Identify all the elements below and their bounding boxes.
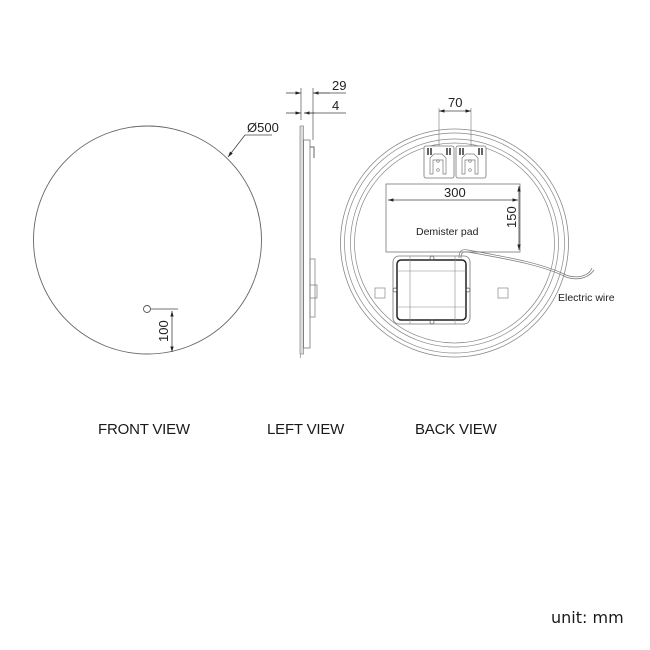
back-outer-ring [340,128,569,358]
diameter-leader [227,134,246,158]
pad-height-dimension: 150 [504,206,519,228]
back-view-label: BACK VIEW [415,421,497,438]
left-view-drawing: 29 4 [286,78,346,358]
glass-profile [299,125,304,355]
hanging-bracket-left [423,145,455,179]
glass-thickness-dimension: 4 [332,98,339,113]
front-view-label: FRONT VIEW [98,421,190,438]
front-view-drawing: Ø500 100 [33,120,279,355]
frame-profile [303,139,311,349]
pad-width-dimension: 300 [444,185,466,200]
diameter-dimension: Ø500 [247,120,279,135]
transformer-profile [309,258,316,318]
back-view-drawing: 70 300 150 Demister pad [340,95,615,358]
demister-pad [385,183,521,253]
demister-pad-label: Demister pad [416,226,479,238]
electric-wire [458,249,593,278]
touch-switch-icon [143,305,151,313]
depth-dimension: 29 [332,78,346,93]
bracket-spacing-dimension: 70 [448,95,462,110]
electric-wire-label: Electric wire [558,292,615,304]
mount-square-right [497,287,509,299]
hanging-bracket-right [455,145,487,179]
switch-offset-dimension: 100 [156,320,171,342]
left-view-label: LEFT VIEW [267,421,345,438]
mirror-outline [33,125,262,355]
unit-label: unit: mm [551,608,624,627]
transformer-box [392,255,471,325]
mount-square-left [374,287,386,299]
